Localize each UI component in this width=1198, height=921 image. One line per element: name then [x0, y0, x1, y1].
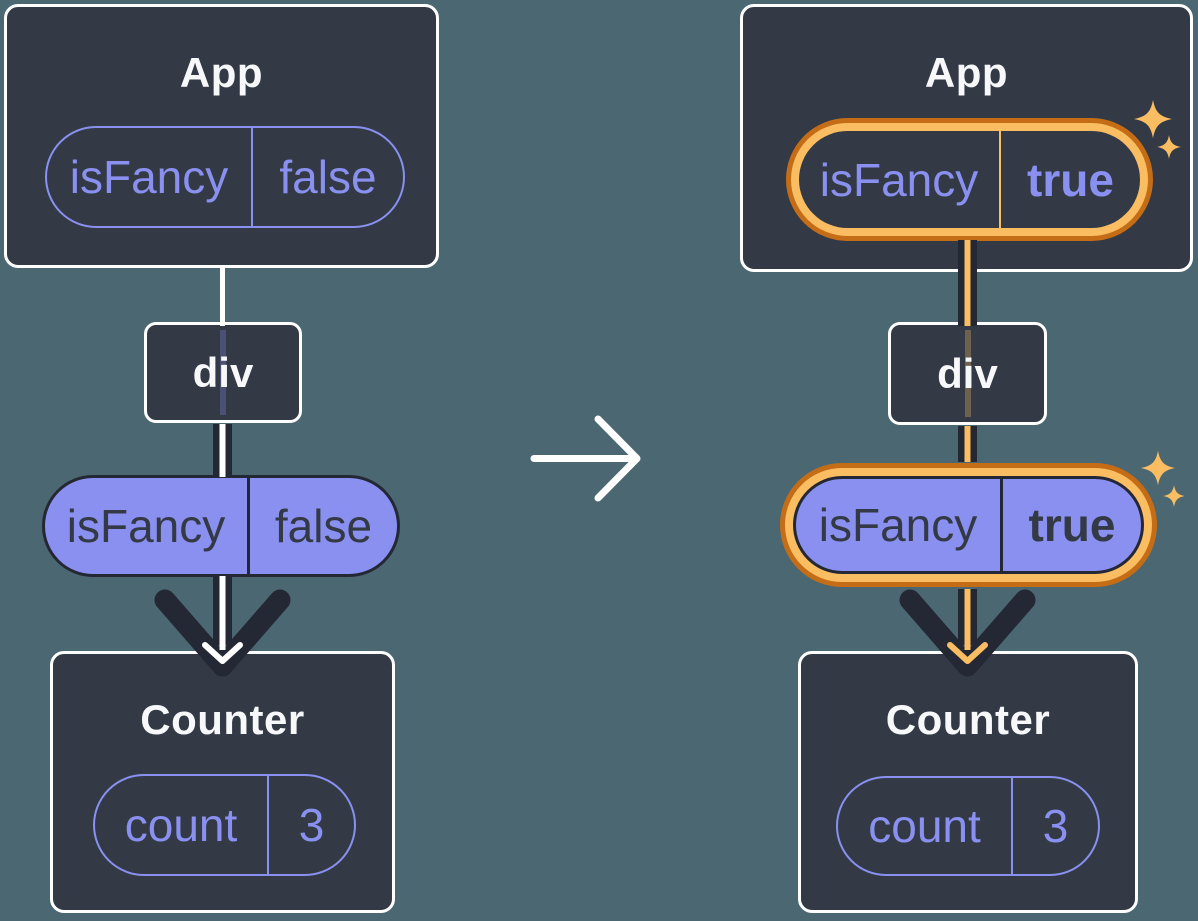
counter-state-pill-before: count 3: [93, 774, 356, 876]
counter-title: Counter: [885, 696, 1051, 743]
app-prop-pill-before: isFancy false: [45, 126, 405, 228]
app-prop-pill-after: isFancy true: [799, 131, 1140, 228]
app-component-before: App isFancy false: [4, 4, 439, 268]
state-name: count: [868, 800, 981, 852]
app-title: App: [924, 49, 1009, 96]
state-value: 3: [1011, 778, 1098, 874]
counter-title: Counter: [140, 696, 305, 743]
prop-value: true: [1000, 479, 1141, 571]
prop-name: isFancy: [818, 499, 978, 551]
prop-name: isFancy: [66, 500, 226, 552]
div-title: div: [937, 349, 998, 397]
counter-component-before: Counter count 3: [50, 651, 395, 913]
state-value: 3: [267, 776, 354, 874]
div-node-after: div: [888, 322, 1047, 425]
sparkle-icon: [1163, 485, 1185, 507]
counter-state-pill-after: count 3: [836, 776, 1100, 876]
pass-through-stripe: [964, 330, 971, 417]
prop-value: false: [251, 128, 403, 226]
transition-arrow-icon: [530, 415, 641, 502]
pass-through-stripe: [220, 330, 226, 415]
prop-name: isFancy: [819, 153, 979, 206]
app-title: App: [179, 49, 264, 96]
state-name: count: [124, 799, 238, 851]
highlight-ring: isFancy true: [786, 118, 1153, 241]
div-title: div: [192, 348, 254, 396]
highlight-ring: isFancy true: [780, 463, 1157, 587]
div-node-before: div: [144, 322, 302, 423]
passed-prop-pill-before: isFancy false: [42, 475, 400, 577]
prop-name: isFancy: [69, 151, 229, 203]
app-component-after: App isFancy true: [740, 4, 1193, 272]
prop-value: false: [247, 478, 397, 574]
counter-component-after: Counter count 3: [798, 651, 1138, 913]
sparkle-icon: [1140, 450, 1176, 486]
prop-value: true: [999, 131, 1140, 228]
passed-prop-pill-after: isFancy true: [793, 476, 1144, 574]
